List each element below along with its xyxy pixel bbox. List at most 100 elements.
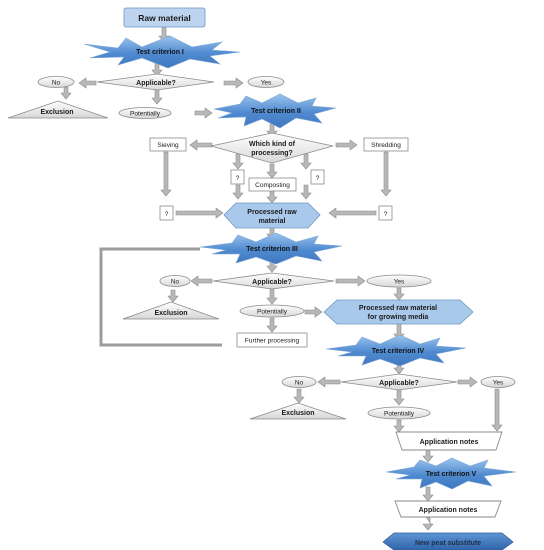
applicable-3-label: Applicable?: [252, 279, 292, 286]
composting-box: [248, 177, 297, 192]
shredding-label: Shredding: [371, 142, 401, 149]
applicable-1-label: Applicable?: [136, 80, 176, 87]
unknown-process-box-3: [159, 205, 174, 221]
yes-1-label: Yes: [261, 80, 272, 87]
arrow-q2-down: [232, 184, 244, 200]
exclusion-4-label: Exclusion: [281, 410, 314, 417]
processing-label-line1: Which kind of: [249, 141, 296, 148]
arrow-appnotes2-to-peat: [422, 516, 434, 531]
no-3-label: No: [171, 279, 180, 286]
unknown-process-label-4: ?: [384, 211, 388, 218]
further-processing-label: Further processing: [245, 338, 300, 345]
no-4-oval: [281, 376, 317, 388]
potentially-4-label: Potentially: [384, 411, 415, 418]
arrow-q3-down: [300, 184, 312, 200]
test-criterion-4-star: [325, 334, 467, 367]
arrow-test5-to-appnotes2: [422, 486, 434, 502]
arrow-no1-to-exclusion1: [60, 86, 72, 100]
unknown-process-box-4: [378, 205, 393, 221]
processed-growing-media-line1: Processed raw material: [359, 305, 437, 312]
test-criterion-2-label: Test criterion II: [251, 108, 301, 115]
arrow-applicable3-to-no3: [190, 275, 213, 287]
test-criterion-5-label: Test criterion V: [426, 471, 477, 478]
peat-substitute-label: New peat substitute: [415, 540, 481, 547]
test-criterion-4-label: Test criterion IV: [372, 348, 425, 355]
applicable-1-diamond: [96, 73, 215, 91]
test-criterion-3-star: [199, 232, 343, 265]
processing-diamond: [210, 132, 334, 164]
potentially-1-oval: [118, 107, 172, 119]
exclusion-4-triangle: [249, 402, 347, 420]
composting-label: Composting: [255, 182, 290, 189]
unknown-process-box-1: [230, 169, 245, 185]
application-notes-2-box: [394, 500, 502, 518]
potentially-1-label: Potentially: [130, 111, 161, 118]
unknown-process-label-1: ?: [236, 175, 240, 182]
processed-raw-material-hexagon: [223, 202, 321, 229]
arrow-composting-to-processed: [266, 190, 278, 204]
raw-material-label: Raw material: [138, 13, 190, 23]
exclusion-1-label: Exclusion: [40, 109, 73, 116]
unknown-process-label-2: ?: [316, 175, 320, 182]
processed-raw-material-line1: Processed raw: [247, 209, 297, 216]
processing-label-line2: processing?: [251, 150, 293, 157]
test-criterion-2-star: [213, 93, 337, 129]
arrow-sieving-down: [160, 151, 172, 197]
arrow-which-to-q3: [300, 153, 312, 170]
arrow-which-to-composting: [266, 163, 278, 179]
arrow-shredding-down: [380, 151, 392, 197]
applicable-4-label: Applicable?: [379, 380, 419, 387]
test-criterion-3-label: Test criterion III: [246, 246, 298, 253]
arrow-no3-to-exclusion3: [167, 289, 179, 303]
arrow-potentially1-to-test2: [194, 107, 213, 119]
applicable-4-diamond: [340, 373, 458, 391]
arrow-qright-to-processed: [328, 207, 377, 219]
arrow-qleft-to-processed: [175, 207, 224, 219]
processed-raw-material-line2: material: [259, 218, 286, 225]
arrow-applicable1-to-no1: [78, 77, 97, 89]
yes-1-oval: [247, 76, 285, 88]
arrow-applicable3-to-potentially3: [266, 286, 278, 305]
arrow-which-to-shredding: [335, 139, 358, 151]
no-1-label: No: [52, 80, 61, 87]
yes-3-oval: [366, 274, 432, 288]
arrow-potentially3-to-processedgm: [304, 306, 323, 318]
raw-material-box: [123, 7, 206, 28]
arrow-applicable3-to-yes3: [335, 275, 366, 287]
peat-substitute-hexagon: [382, 532, 514, 550]
no-4-label: No: [295, 380, 304, 387]
test-criterion-1-label: Test criterion I: [136, 49, 184, 56]
arrow-applicable1-to-yes1: [223, 77, 244, 89]
processed-growing-media-line2: for growing media: [368, 314, 429, 321]
arrow-applicable4-to-potentially4: [393, 389, 405, 406]
processed-growing-media-hexagon: [323, 299, 474, 325]
arrow-applicable4-to-no4: [317, 376, 341, 388]
exclusion-1-triangle: [7, 100, 109, 119]
application-notes-1-label: Application notes: [420, 439, 479, 446]
feedback-loop-line: [99, 247, 222, 347]
arrow-yes4-down: [491, 388, 503, 432]
potentially-3-oval: [239, 304, 305, 318]
sieving-label: Sieving: [157, 142, 179, 149]
exclusion-3-label: Exclusion: [154, 310, 187, 317]
exclusion-3-triangle: [122, 301, 220, 320]
shredding-box: [363, 137, 409, 152]
application-notes-2-label: Application notes: [419, 507, 478, 514]
applicable-3-diamond: [212, 272, 335, 290]
arrow-potentially4-to-appnotes: [393, 419, 405, 433]
arrow-no4-to-exclusion4: [293, 388, 305, 404]
arrow-which-to-sieving: [189, 139, 213, 151]
arrow-which-to-q2: [232, 153, 244, 170]
potentially-4-oval: [367, 406, 431, 420]
arrow-applicable1-to-potentially1: [151, 88, 163, 105]
no-3-oval: [159, 275, 191, 287]
unknown-process-box-2: [310, 169, 325, 185]
yes-4-oval: [480, 376, 516, 388]
arrows: [60, 26, 503, 531]
potentially-3-label: Potentially: [257, 309, 288, 316]
further-processing-box: [236, 332, 308, 348]
test-criterion-5-star: [385, 457, 517, 490]
arrow-potentially3-to-further: [266, 317, 278, 333]
test-criterion-1-star: [83, 35, 241, 69]
